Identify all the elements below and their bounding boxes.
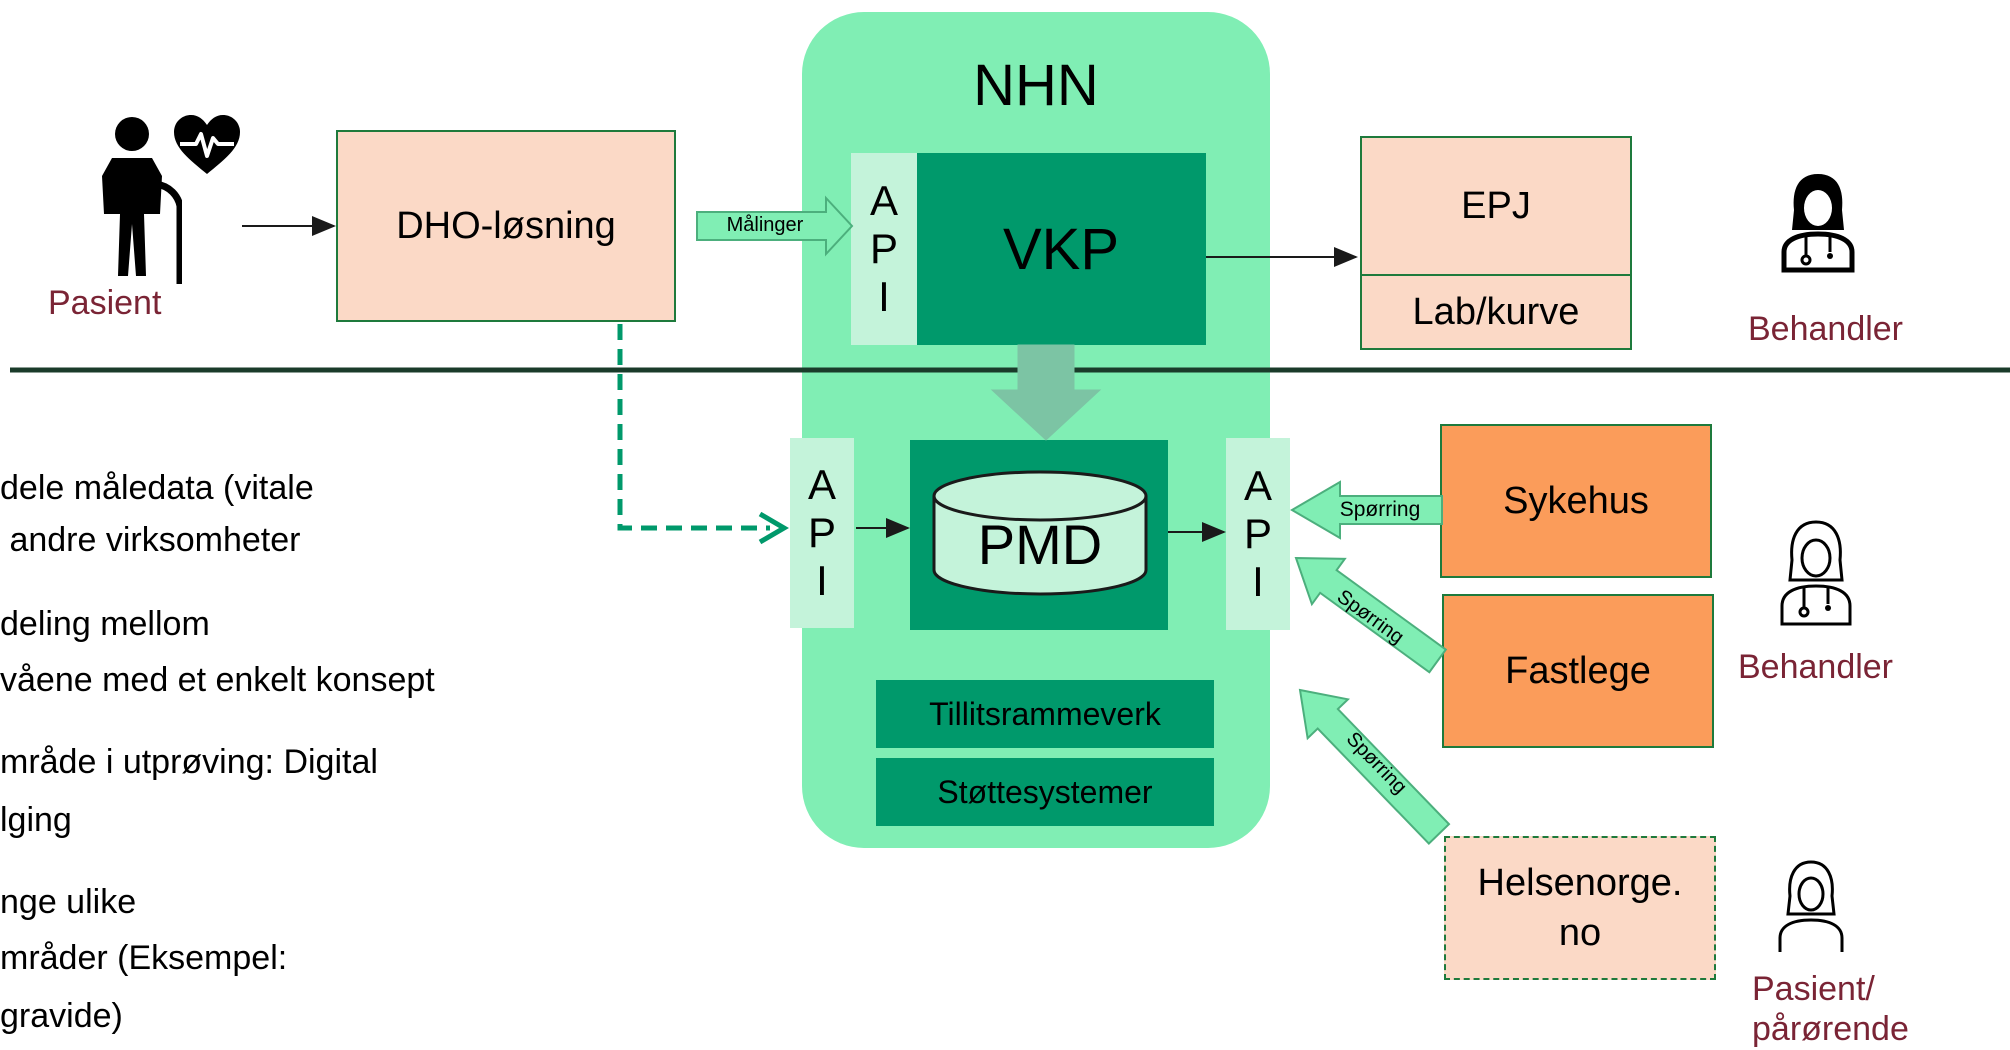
epj-label: EPJ: [1461, 184, 1531, 227]
bullet-text: gravide): [0, 997, 123, 1035]
vkp-box: VKP: [916, 153, 1206, 345]
api-letter: A: [869, 177, 898, 224]
behandler-top-label: Behandler: [1748, 310, 1904, 348]
patient-relative-icon: [1778, 860, 1844, 952]
dho-label: DHO-løsning: [396, 204, 616, 247]
dashed-arrowhead: [758, 511, 789, 545]
pasient-parorende-label-line2: pårørende: [1752, 1010, 1909, 1048]
doctor-outline-icon: [1780, 520, 1852, 626]
fastlege-box: Fastlege: [1442, 594, 1714, 748]
sporring1-label: Spørring: [1339, 498, 1421, 521]
helsenorge-box: Helsenorge. no: [1444, 836, 1716, 980]
heart-pulse-icon: [174, 115, 240, 174]
tillitsrammeverk-label: Tillitsrammeverk: [929, 695, 1161, 732]
api-letter: P: [807, 509, 836, 556]
api-letter: P: [1243, 510, 1272, 557]
sporring2-arrow: [1294, 556, 1448, 674]
bullet-text: andre virksomheter: [0, 521, 301, 559]
malinger-label: Målinger: [726, 214, 804, 236]
labkurve-box: Lab/kurve: [1360, 274, 1632, 350]
bullet-text: deling mellom: [0, 605, 210, 643]
epj-box: EPJ: [1360, 136, 1632, 276]
nhn-title: NHN: [973, 53, 1099, 118]
behandler-mid-label: Behandler: [1738, 648, 1894, 686]
api-letter: P: [869, 225, 898, 272]
bullet-text: dele måledata (vitale: [0, 469, 314, 507]
api-letter: I: [816, 557, 828, 604]
pmd-api-left: A P I: [790, 438, 854, 628]
tillitsrammeverk-box: Tillitsrammeverk: [876, 680, 1214, 748]
doctor-icon: [1781, 174, 1855, 273]
pmd-label: PMD: [977, 513, 1103, 576]
labkurve-label: Lab/kurve: [1412, 290, 1580, 333]
helsenorge-label-line2: no: [1558, 912, 1602, 954]
bullet-text: mråder (Eksempel:: [0, 939, 288, 977]
stottesystemer-label: Støttesystemer: [937, 773, 1153, 810]
bullet-text: lging: [0, 801, 72, 839]
api-letter: A: [1243, 462, 1272, 509]
api-letter: I: [1252, 558, 1264, 605]
sykehus-label: Sykehus: [1503, 479, 1649, 522]
api-letter: I: [878, 273, 890, 320]
helsenorge-label-line1: Helsenorge.: [1477, 862, 1683, 904]
vkp-label: VKP: [1002, 216, 1120, 282]
stottesystemer-box: Støttesystemer: [876, 758, 1214, 826]
bullet-text: mråde i utprøving: Digital: [0, 743, 378, 781]
vkp-api: A P I: [851, 153, 917, 345]
fastlege-label: Fastlege: [1505, 649, 1651, 692]
vkp-pmd-arrow: [990, 344, 1102, 441]
sykehus-box: Sykehus: [1440, 424, 1712, 578]
dashed-dho-api: [617, 324, 770, 531]
pmd-api-right: A P I: [1226, 438, 1290, 630]
api-letter: A: [807, 461, 836, 508]
pmd-cylinder: [932, 470, 1148, 596]
malinger-arrow: [696, 195, 854, 257]
pasient-label: Pasient: [48, 284, 162, 322]
bullet-text: våene med et enkelt konsept: [0, 661, 435, 699]
sporring3-arrow: [1298, 688, 1451, 846]
bullet-text: nge ulike: [0, 883, 137, 921]
sporring1-arrow: [1290, 480, 1443, 540]
pasient-parorende-label-line1: Pasient/: [1752, 970, 1875, 1008]
dho-box: DHO-løsning: [336, 130, 676, 322]
elderly-patient-icon: [102, 117, 182, 284]
